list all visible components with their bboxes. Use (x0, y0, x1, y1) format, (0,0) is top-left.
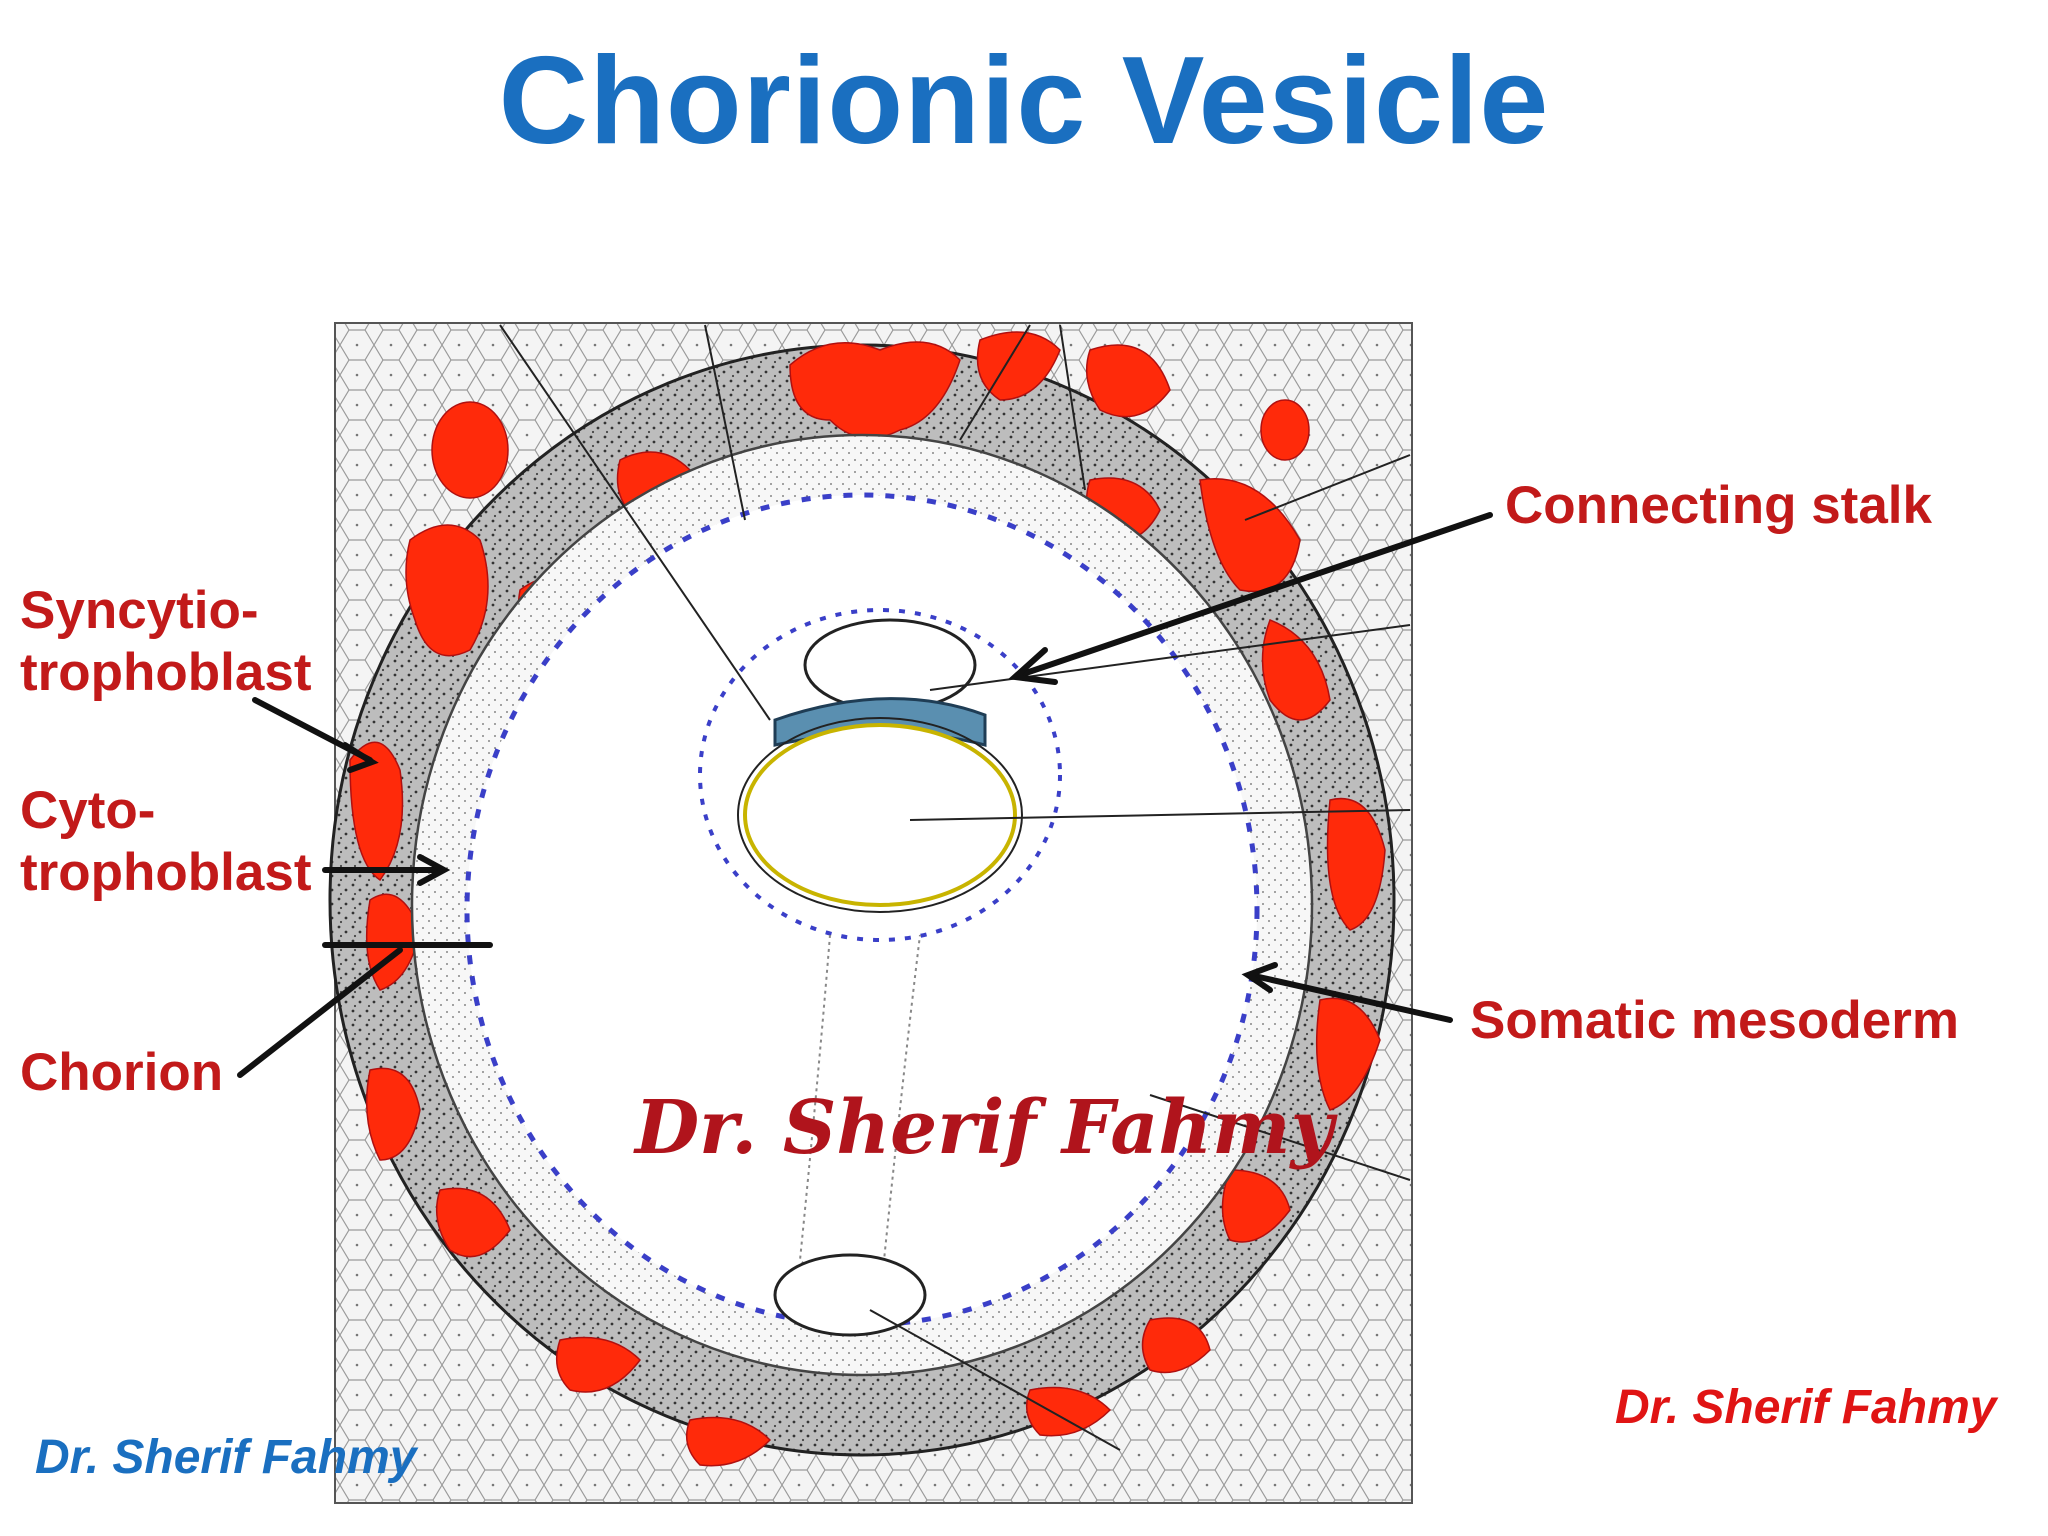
label-syncytio-line2: trophoblast (20, 643, 312, 702)
somatic-mesoderm-arrow (1247, 972, 1453, 1023)
label-cyto-line2: trophoblast (20, 843, 312, 902)
label-cytotrophoblast: Cyto- trophoblast (20, 780, 311, 904)
amniotic-cavity (803, 618, 977, 712)
label-somatic-mesoderm: Somatic mesoderm (1470, 991, 1959, 1050)
chorion-arrow (237, 947, 403, 1078)
center-watermark: Dr. Sherif Fahmy (635, 1085, 1334, 1171)
chorionic-cavity (464, 492, 1260, 1328)
label-syncytiotrophoblast: Syncytio- trophoblast (20, 580, 311, 704)
yolk-sac (743, 723, 1017, 907)
connecting-stalk-arrow (1017, 512, 1493, 678)
bottom-left-watermark: Dr. Sherif Fahmy (35, 1431, 417, 1484)
allantois (773, 1253, 927, 1337)
label-syncytio-line1: Syncytio- (20, 581, 259, 640)
label-connecting-stalk: Connecting stalk (1505, 476, 1933, 535)
blood-lacunae (349, 331, 1386, 1467)
label-chorion: Chorion (20, 1043, 224, 1102)
bottom-right-watermark: Dr. Sherif Fahmy (1615, 1381, 1997, 1434)
page-title: Chorionic Vesicle (498, 32, 1550, 170)
label-cyto-line1: Cyto- (20, 781, 156, 840)
